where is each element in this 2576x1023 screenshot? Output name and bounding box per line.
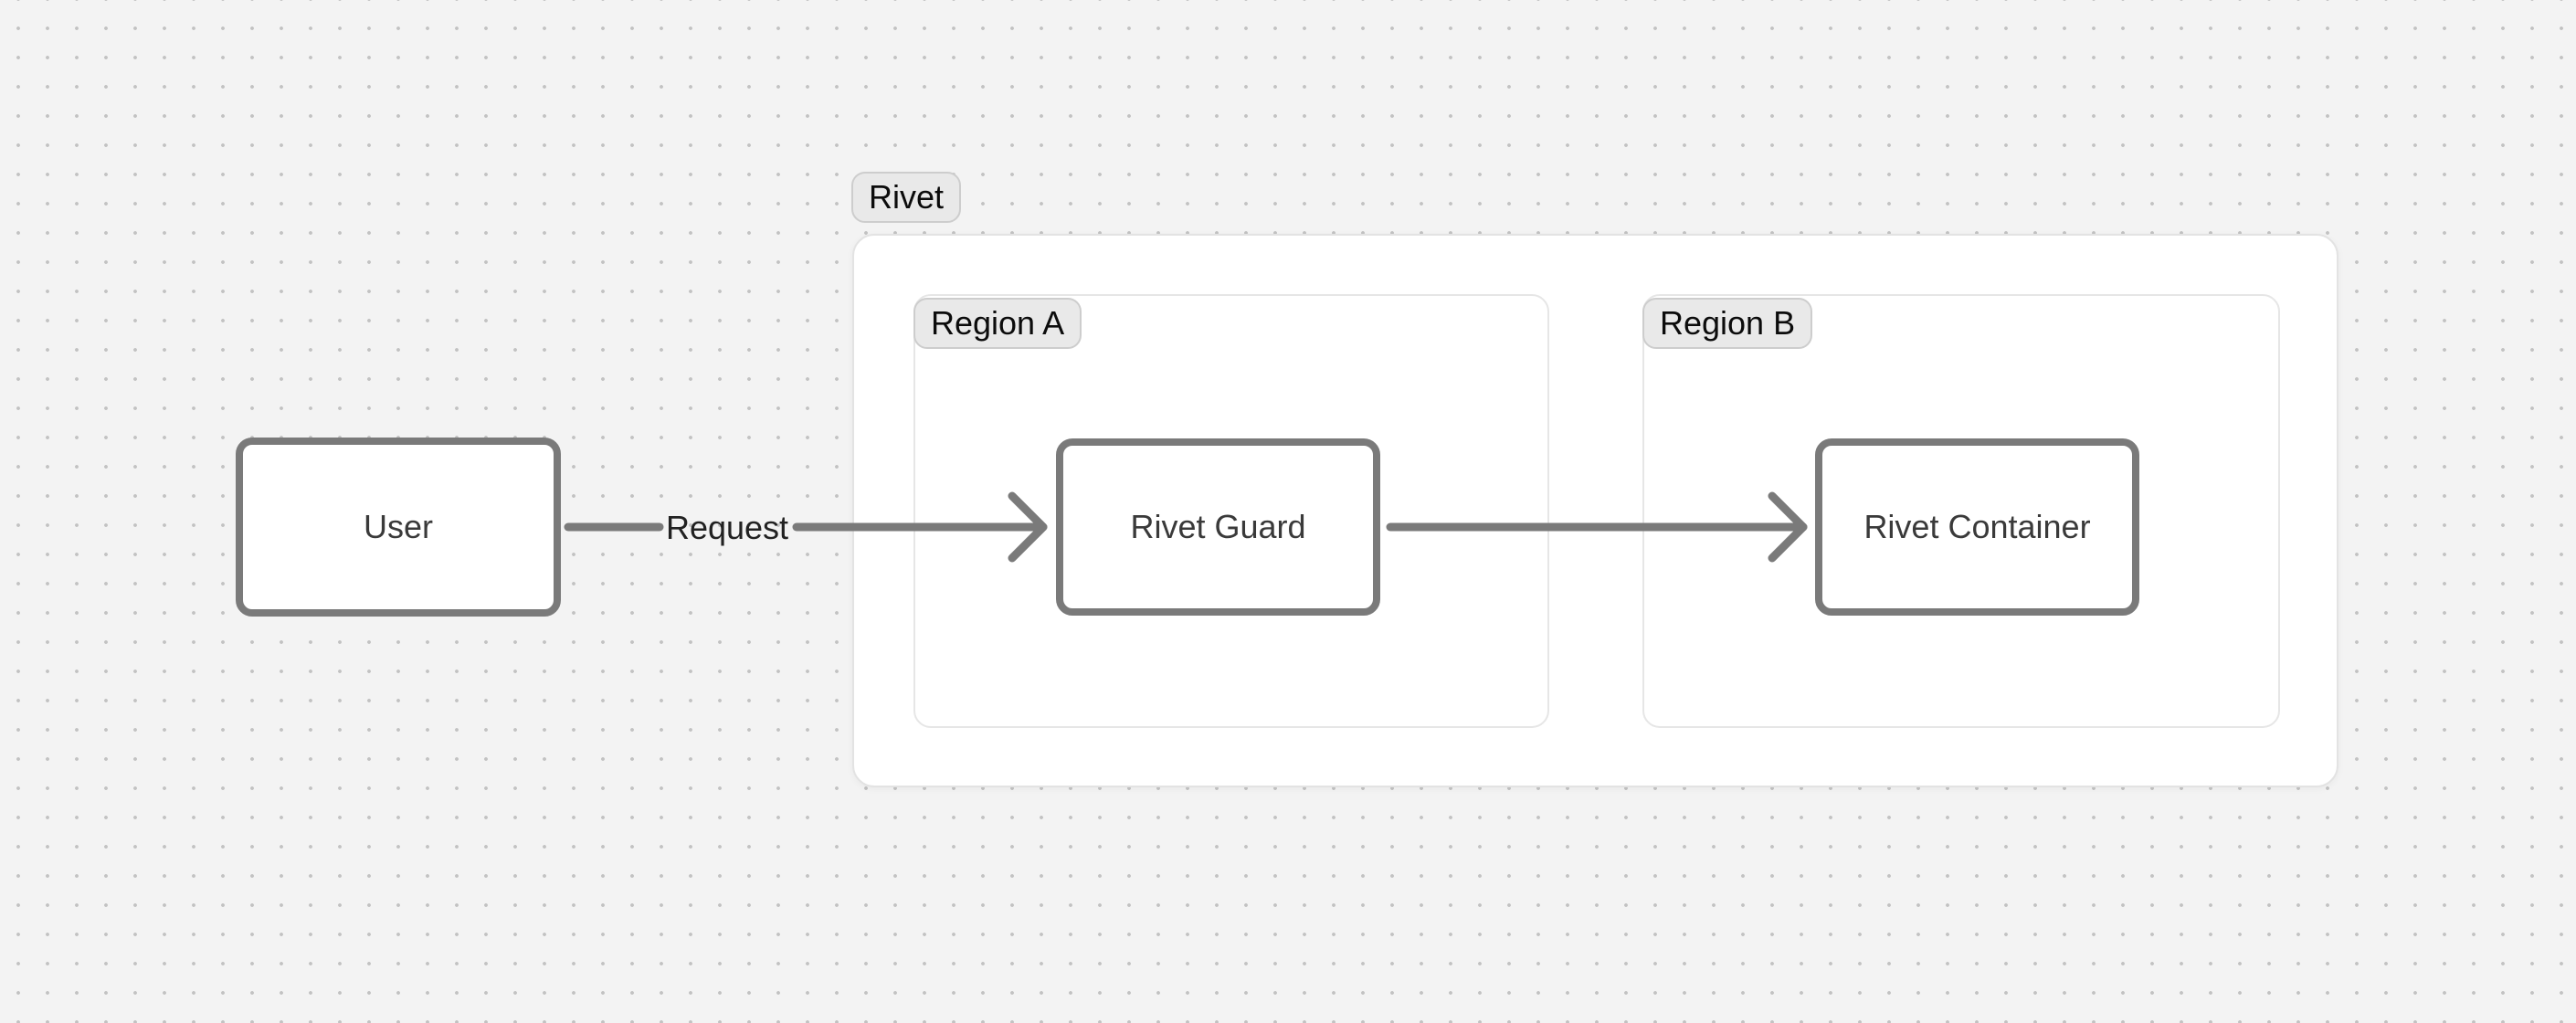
group-label-region-b: Region B	[1642, 298, 1813, 349]
node-label: Rivet Container	[1863, 508, 2091, 545]
node-user: User	[236, 438, 561, 617]
node-label: User	[363, 508, 433, 545]
group-region-b: Region B	[1642, 294, 2280, 728]
node-rivet-guard: Rivet Guard	[1056, 438, 1380, 616]
group-label-region-a: Region A	[913, 298, 1082, 349]
node-rivet-container: Rivet Container	[1815, 438, 2139, 616]
group-label-rivet: Rivet	[851, 172, 962, 223]
edge-label-request: Request	[665, 509, 789, 546]
node-label: Rivet Guard	[1130, 508, 1306, 545]
